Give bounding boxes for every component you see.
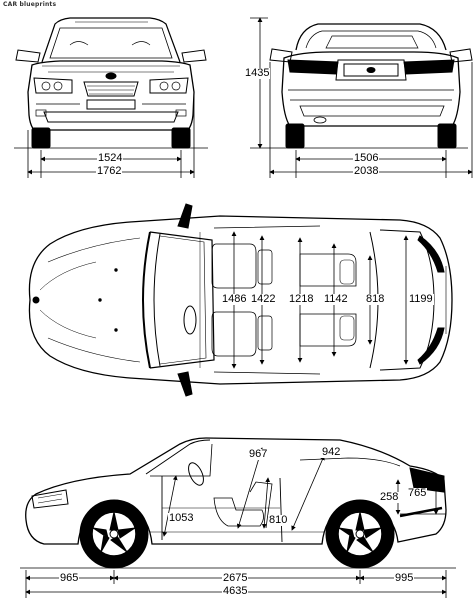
front-width-label: 1762 xyxy=(96,165,123,177)
top-view xyxy=(28,203,453,397)
front-overhang-label: 965 xyxy=(59,572,80,584)
rear-track-label: 1506 xyxy=(353,152,380,164)
rear-width-label: 2038 xyxy=(353,165,380,177)
side-dim-258: 258 xyxy=(379,491,400,503)
rear-view xyxy=(268,23,473,149)
top-dim-1422: 1422 xyxy=(250,293,277,305)
height-label: 1435 xyxy=(244,67,271,79)
front-view xyxy=(14,17,208,149)
top-dim-818: 818 xyxy=(365,293,386,305)
side-interior-dimensions xyxy=(162,447,446,537)
side-dim-1053: 1053 xyxy=(168,512,195,524)
side-dim-810: 810 xyxy=(268,514,289,526)
wheelbase-label: 2675 xyxy=(222,572,249,584)
front-track-label: 1524 xyxy=(97,152,124,164)
side-view xyxy=(20,437,456,569)
watermark-logo: CAR blueprints xyxy=(3,1,57,8)
top-dim-1218: 1218 xyxy=(288,293,315,305)
side-dim-967: 967 xyxy=(248,448,269,460)
top-dim-1142: 1142 xyxy=(323,293,349,305)
rear-overhang-label: 995 xyxy=(394,572,415,584)
length-label: 4635 xyxy=(222,585,249,597)
height-dimension xyxy=(250,17,268,149)
top-dim-1199: 1199 xyxy=(408,293,434,305)
side-dim-765: 765 xyxy=(407,487,428,499)
side-dim-942: 942 xyxy=(321,446,342,458)
top-dim-1486: 1486 xyxy=(221,293,248,305)
